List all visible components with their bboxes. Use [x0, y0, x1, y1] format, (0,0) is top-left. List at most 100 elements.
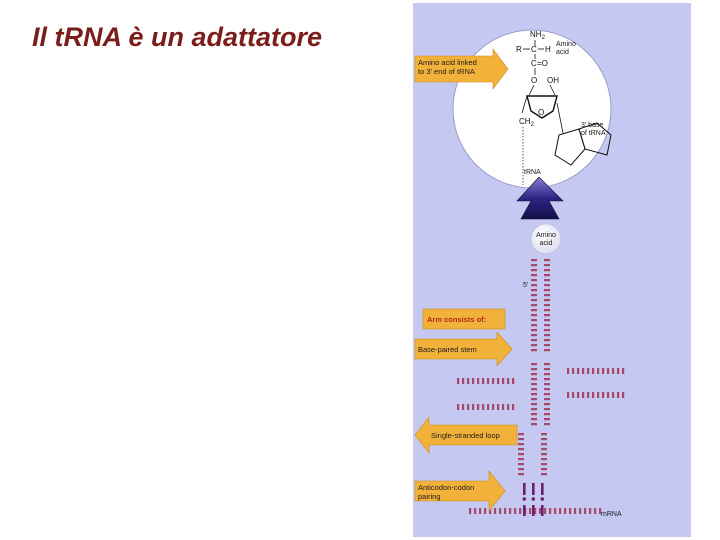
strand-tick [531, 393, 537, 396]
svg-text:Amino acid linked: Amino acid linked [418, 58, 477, 67]
strand-tick [544, 284, 550, 287]
strand-tick [531, 284, 537, 287]
strand-tick [544, 378, 550, 381]
strand-tick [544, 274, 550, 277]
strand-tick [531, 309, 537, 312]
strand-tick [544, 373, 550, 376]
ester-oxygen-label: O [531, 76, 537, 85]
callout-single-stranded-loop: Single-stranded loop [414, 416, 518, 454]
strand-tick [554, 508, 557, 514]
strand-tick [544, 344, 550, 347]
svg-text:Anticodon-codon: Anticodon-codon [418, 483, 474, 492]
r-group-label: R [516, 45, 522, 54]
trna-label: tRNA [524, 169, 541, 176]
strand-tick [544, 408, 550, 411]
strand-tick [531, 388, 537, 391]
nh2-label: NH2 [530, 30, 546, 41]
strand-tick [541, 458, 547, 461]
strand-tick [544, 259, 550, 262]
strand-tick [531, 408, 537, 411]
strand-tick [599, 508, 602, 514]
svg-text:pairing: pairing [418, 492, 441, 501]
strand-tick [592, 392, 595, 398]
strand-tick [544, 319, 550, 322]
strand-tick [531, 403, 537, 406]
svg-text:Base-paired stem: Base-paired stem [418, 345, 477, 354]
strand-tick [589, 508, 592, 514]
strand-tick [544, 299, 550, 302]
strand-tick [597, 368, 600, 374]
strand-tick [484, 508, 487, 514]
strand-tick [531, 319, 537, 322]
strand-tick [531, 373, 537, 376]
strand-tick [492, 378, 495, 384]
carbonyl-carbon-label: C [531, 59, 537, 68]
strand-tick [544, 294, 550, 297]
strand-tick [518, 453, 524, 456]
strand-tick [531, 294, 537, 297]
alpha-carbon-label: C [531, 45, 537, 54]
strand-tick [531, 299, 537, 302]
strand-tick [564, 508, 567, 514]
strand-tick [531, 279, 537, 282]
strand-tick [541, 438, 547, 441]
amino-acid-ball [530, 223, 562, 255]
strand-tick [479, 508, 482, 514]
strand-tick [544, 279, 550, 282]
strand-tick [541, 468, 547, 471]
strand-tick [541, 433, 547, 436]
strand-tick [512, 404, 515, 410]
strand-tick [531, 329, 537, 332]
strand-tick [531, 304, 537, 307]
strand-tick [544, 289, 550, 292]
strand-tick [541, 448, 547, 451]
ring-oxygen-label: O [538, 108, 544, 117]
base-label-line1: 3' base [581, 122, 603, 129]
strand-tick [572, 392, 575, 398]
strand-tick [577, 392, 580, 398]
strand-tick [544, 339, 550, 342]
strand-tick [541, 473, 547, 476]
strand-tick [544, 393, 550, 396]
strand-tick [529, 508, 532, 514]
strand-tick [518, 473, 524, 476]
amino-acid-structure: NH2 R C H C =O O OH O CH2 3' base of tRN… [516, 30, 612, 185]
strand-tick [518, 463, 524, 466]
strand-tick [544, 403, 550, 406]
strand-tick [531, 264, 537, 267]
strand-tick [612, 392, 615, 398]
strand-tick [504, 508, 507, 514]
strand-tick [569, 508, 572, 514]
strand-tick [541, 463, 547, 466]
strand-tick [507, 404, 510, 410]
strand-tick [544, 363, 550, 366]
callout-amino-acid-linked: Amino acid linked to 3' end of tRNA [414, 48, 509, 90]
svg-text:Arm consists of:: Arm consists of: [427, 315, 486, 324]
strand-tick [469, 508, 472, 514]
strand-tick [531, 398, 537, 401]
strand-tick [574, 508, 577, 514]
strand-tick [531, 349, 537, 352]
carbonyl-oxygen-label: =O [537, 59, 548, 68]
strand-tick [518, 468, 524, 471]
strand-tick [577, 368, 580, 374]
strand-tick [487, 404, 490, 410]
strand-tick [544, 314, 550, 317]
strand-tick [544, 264, 550, 267]
strand-tick [587, 368, 590, 374]
strand-tick [544, 334, 550, 337]
callout-anticodon-pairing: Anticodon-codon pairing [414, 470, 506, 512]
strand-tick [502, 404, 505, 410]
strand-tick [541, 453, 547, 456]
strand-tick [594, 508, 597, 514]
strand-tick [518, 438, 524, 441]
strand-tick [582, 368, 585, 374]
strand-tick [544, 324, 550, 327]
trna-cloverleaf [457, 259, 625, 514]
strand-tick [531, 259, 537, 262]
strand-tick [567, 368, 570, 374]
codon-pairing [522, 483, 545, 516]
strand-tick [544, 383, 550, 386]
base-label-line2: of tRNA [581, 130, 606, 137]
strand-tick [579, 508, 582, 514]
